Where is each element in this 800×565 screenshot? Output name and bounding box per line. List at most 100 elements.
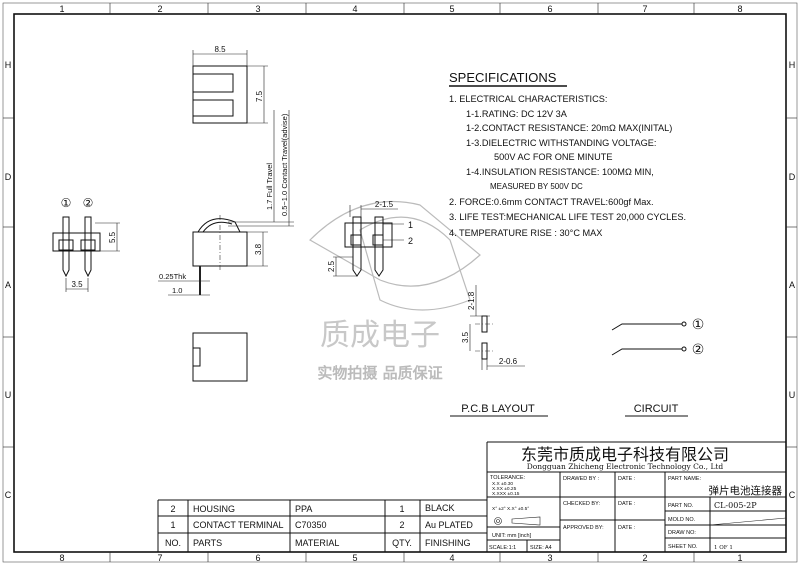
part-name-label: PART NAME: xyxy=(668,476,701,482)
specifications: SPECIFICATIONS 1. ELECTRICAL CHARACTERIS… xyxy=(449,70,686,238)
spec-line: 2. FORCE:0.6mm CONTACT TRAVEL:600gf Max. xyxy=(449,197,654,207)
part-no-label: PART NO. xyxy=(668,503,694,509)
col-label: 1 xyxy=(59,4,64,14)
pin-view: 2-1.5 1 2 2.5 xyxy=(327,200,413,277)
drawed-by-label: DRAWED BY : xyxy=(563,476,600,482)
col-label: 3 xyxy=(255,4,260,14)
pin-height-dimension: 2.5 xyxy=(327,260,336,272)
col-label: 3 xyxy=(547,553,552,563)
row-label: H xyxy=(789,60,796,70)
pcb-layout: 2-1.8 3.5 2-0.6 P.C.B LAYOUT xyxy=(450,285,548,417)
date-label: DATE : xyxy=(618,476,636,482)
row-label: D xyxy=(789,172,796,182)
tolerance-value: X.X ±0.30 xyxy=(492,481,513,487)
thickness-label: 0.25Thk xyxy=(159,272,186,281)
row-label: U xyxy=(5,390,12,400)
spec-line: 1-1.RATING: DC 12V 3A xyxy=(466,109,568,119)
bom-part: HOUSING xyxy=(193,504,235,514)
dimension-width: 8.5 xyxy=(214,45,226,54)
bom-header-finishing: FINISHING xyxy=(425,538,471,548)
pin1-marker: ① xyxy=(61,196,72,210)
bom-table: 2 HOUSING PPA 1 BLACK 1 CONTACT TERMINAL… xyxy=(157,499,487,552)
spec-line: 1. ELECTRICAL CHARACTERISTICS: xyxy=(449,94,607,104)
col-label: 5 xyxy=(449,4,454,14)
dimension-side-height: 3.8 xyxy=(254,243,263,255)
bom-no: 2 xyxy=(170,504,175,514)
row-label: U xyxy=(789,390,796,400)
col-label: 7 xyxy=(642,4,647,14)
bom-qty: 2 xyxy=(399,520,404,530)
bom-row: 2 HOUSING PPA 1 BLACK xyxy=(170,503,454,514)
pcb-hole-length-dimension: 2-1.8 xyxy=(467,291,476,310)
col-label: 6 xyxy=(547,4,552,14)
bom-header-no: NO. xyxy=(165,538,181,548)
scale-label: SCALE:1:1 xyxy=(489,545,516,551)
row-label: D xyxy=(5,172,12,182)
pcb-layout-title: P.C.B LAYOUT xyxy=(461,403,535,415)
col-label: 2 xyxy=(157,4,162,14)
col-label: 6 xyxy=(255,553,260,563)
approved-by-label: APPROVED BY: xyxy=(563,525,604,531)
tolerance-label: TOLERANCE: xyxy=(490,475,526,481)
draw-no-label: DRAW NO: xyxy=(668,530,696,536)
bom-header-parts: PARTS xyxy=(193,538,222,548)
part-name-value: 弹片电池连接器 xyxy=(709,484,783,497)
bom-no: 1 xyxy=(170,520,175,530)
col-label: 2 xyxy=(642,553,647,563)
watermark: 质成电子 实物拍摄 品质保证 xyxy=(309,200,481,382)
spec-line: 3. LIFE TEST:MECHANICAL LIFE TEST 20,000… xyxy=(449,212,686,222)
spec-line: MEASURED BY 500V DC xyxy=(490,182,583,191)
tolerance-value: X.XXX ±0.15 xyxy=(492,491,520,497)
row-label: A xyxy=(789,280,795,290)
bom-finishing: BLACK xyxy=(425,503,455,513)
part-no-value: CL-005-2P xyxy=(714,501,757,510)
pin2-marker: ② xyxy=(83,196,94,210)
bom-header: NO. PARTS MATERIAL QTY. FINISHING xyxy=(165,538,471,548)
bom-part: CONTACT TERMINAL xyxy=(193,520,284,530)
col-label: 7 xyxy=(157,553,162,563)
circuit: ① ② CIRCUIT xyxy=(611,316,705,417)
row-label: C xyxy=(5,490,12,500)
row-label: A xyxy=(5,280,11,290)
spec-line: 1-3.DIELECTRIC WITHSTANDING VOLTAGE: xyxy=(466,138,656,148)
tolerance-angle: X° ±2° X.X° ±0.5° xyxy=(492,506,529,512)
lead-width-label: 1.0 xyxy=(172,286,182,295)
bom-qty: 1 xyxy=(399,504,404,514)
front-height-dimension: 5.5 xyxy=(108,231,117,243)
bom-material: PPA xyxy=(295,504,312,514)
date-label: DATE : xyxy=(618,501,636,507)
row-label: H xyxy=(5,60,12,70)
pcb-pitch-dimension: 3.5 xyxy=(461,331,470,343)
front-pitch-dimension: 3.5 xyxy=(71,280,83,289)
top-view: 8.5 7.5 xyxy=(192,45,268,124)
bom-header-material: MATERIAL xyxy=(295,538,339,548)
pin-width-dimension: 2-1.5 xyxy=(375,200,394,209)
bom-finishing: Au PLATED xyxy=(425,520,473,530)
company-name-cn: 东莞市质成电子科技有限公司 xyxy=(521,445,729,464)
spec-line: 1-4.INSULATION RESISTANCE: 100MΩ MIN, xyxy=(466,167,654,177)
spec-line: 500V AC FOR ONE MINUTE xyxy=(494,152,612,162)
dimension-height: 7.5 xyxy=(255,90,264,102)
spec-line: 4. TEMPERATURE RISE : 30°C MAX xyxy=(449,228,602,238)
bom-row: 1 CONTACT TERMINAL C70350 2 Au PLATED xyxy=(170,520,473,530)
circuit-pin1: ① xyxy=(692,316,705,332)
tolerance-value: X.XX ±0.25 xyxy=(492,486,517,492)
bom-material: C70350 xyxy=(295,520,327,530)
front-view: ① ② 5.5 3.5 xyxy=(52,196,120,292)
watermark-text: 质成电子 xyxy=(320,318,440,353)
watermark-subtext: 实物拍摄 品质保证 xyxy=(317,364,442,382)
sheet-no-label: SHEET NO. xyxy=(668,544,698,550)
col-label: 8 xyxy=(59,553,64,563)
pin-callout-1: 1 xyxy=(408,220,413,230)
bottom-view xyxy=(192,332,248,382)
col-label: 5 xyxy=(352,553,357,563)
col-label: 4 xyxy=(449,553,454,563)
row-label: C xyxy=(789,490,796,500)
spec-line: 1-2.CONTACT RESISTANCE: 20mΩ MAX(INITAL) xyxy=(466,123,672,133)
col-label: 1 xyxy=(737,553,742,563)
date-label: DATE : xyxy=(618,525,636,531)
sheet-no-value: 1 OF 1 xyxy=(714,545,733,551)
